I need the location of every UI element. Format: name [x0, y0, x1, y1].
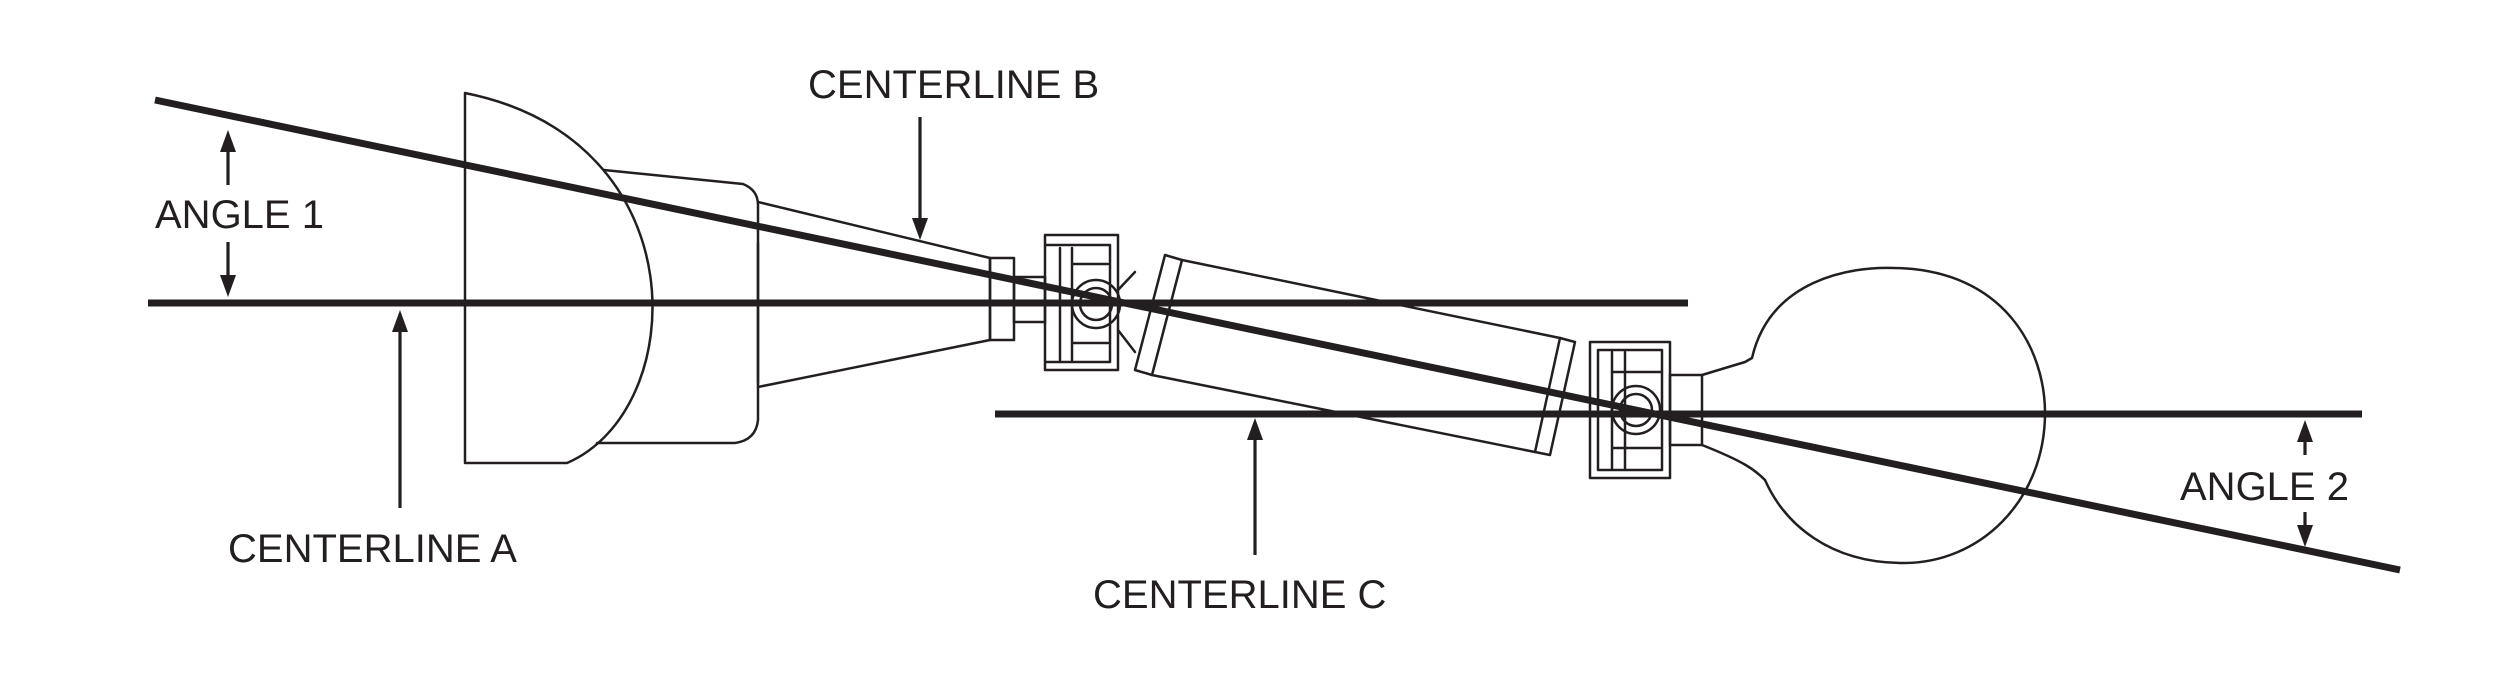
angle-2-arrows [2297, 420, 2313, 547]
angle-2-label: ANGLE 2 [2180, 465, 2349, 509]
centerline-c-pointer [1247, 418, 1263, 555]
centerline-a-pointer [392, 310, 408, 508]
angle-1-arrows [220, 130, 236, 297]
front-slip-yoke [988, 256, 1016, 342]
pinion-flange [1668, 373, 1704, 447]
differential-housing [1700, 266, 2047, 565]
transmission [463, 91, 992, 465]
arrowhead-up-icon [1247, 418, 1263, 440]
driveshaft-tube [1133, 253, 1577, 457]
centerline-a-label: CENTERLINE A [228, 527, 517, 571]
arrowhead-down-icon [220, 275, 236, 297]
rear-u-joint-bearing [1610, 384, 1662, 436]
arrowhead-down-icon [2297, 525, 2313, 547]
arrowhead-up-icon [392, 310, 408, 332]
front-u-joint-cross [1043, 233, 1120, 372]
arrowhead-up-icon [2297, 420, 2313, 442]
driveshaft-front-weld [1150, 258, 1184, 377]
rear-u-joint-cross [1588, 340, 1672, 480]
centerline-c-label: CENTERLINE C [1093, 573, 1386, 617]
angle-1-label: ANGLE 1 [155, 193, 324, 237]
transmission-bell-housing [463, 91, 654, 465]
arrowhead-up-icon [220, 130, 236, 152]
driveshaft [1116, 253, 1577, 457]
differential [1700, 266, 2047, 565]
driveshaft-front-taper [1116, 270, 1137, 354]
centerline-b [154, 96, 2401, 574]
centerline-b-pointer [912, 117, 928, 240]
transmission-tailshaft [756, 200, 992, 389]
arrowhead-down-icon [912, 218, 928, 240]
centerline-b-label: CENTERLINE B [808, 63, 1099, 107]
